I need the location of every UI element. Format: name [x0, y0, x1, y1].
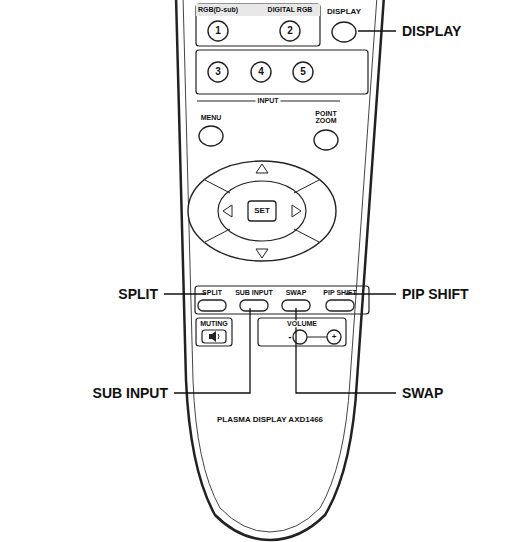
- dpad-inner: [218, 181, 306, 241]
- leader-line: [358, 30, 396, 31]
- volume-up-button: [327, 330, 341, 344]
- callout-label: SPLIT: [118, 287, 158, 302]
- sub-input-button: [240, 300, 268, 311]
- group-label: INPUT: [256, 97, 281, 104]
- button-label: SWAP: [286, 289, 307, 296]
- input-button: [280, 21, 300, 41]
- dpad-outer: [188, 161, 336, 261]
- button-label: SUB INPUT: [235, 289, 273, 296]
- model-label: PLASMA DISPLAY AXD1466: [217, 416, 323, 424]
- input-panel: [196, 4, 320, 46]
- input-button: [208, 62, 228, 82]
- button-symbol: -: [288, 332, 291, 343]
- button-label: DISPLAY: [327, 8, 361, 16]
- set-button: [248, 201, 276, 221]
- pip-shift-button: [326, 300, 354, 311]
- volume-down-button: [293, 330, 307, 344]
- button-label: POINT ZOOM: [309, 110, 343, 125]
- pip-panel: [195, 286, 369, 314]
- arrow-left: [223, 205, 232, 217]
- input-button: [293, 62, 313, 82]
- button-label: PIP SHIFT: [323, 289, 356, 296]
- input-panel: [196, 50, 368, 94]
- split-button: [198, 300, 226, 311]
- button-number: 2: [287, 26, 293, 37]
- menu-button: [199, 126, 223, 146]
- leader-line: [164, 293, 206, 294]
- group-label: VOLUME: [285, 320, 319, 327]
- arrow-down: [256, 249, 268, 258]
- callout-label: PIP SHIFT: [402, 287, 469, 302]
- arrow-up: [256, 164, 268, 173]
- arrow-right: [292, 205, 301, 217]
- leader-line: [174, 308, 250, 393]
- input-panel-header: [196, 4, 320, 16]
- display-button: [332, 22, 356, 42]
- housing-inner-edge: [183, 0, 377, 532]
- dpad-divider: [205, 229, 230, 242]
- speaker-wave: [218, 334, 219, 339]
- panel-label: RGB(D-sub): [198, 6, 238, 13]
- panel-label: DIGITAL RGB: [268, 6, 313, 13]
- button-symbol: +: [332, 333, 337, 341]
- callout-label: DISPLAY: [402, 24, 461, 39]
- dpad-divider: [205, 180, 230, 193]
- button-label: MUTING: [200, 320, 228, 327]
- point-zoom-button: [314, 130, 338, 150]
- button-label: MENU: [201, 114, 222, 121]
- input-button: [208, 21, 228, 41]
- button-number: 4: [258, 67, 264, 78]
- dpad-divider: [294, 180, 319, 193]
- speaker-icon: [209, 331, 216, 342]
- button-label: SPLIT: [202, 289, 222, 296]
- input-button: [251, 62, 271, 82]
- callout-label: SWAP: [402, 386, 443, 401]
- muting-button: [202, 330, 226, 343]
- dpad-divider: [294, 229, 319, 242]
- muting-panel: [196, 318, 232, 346]
- button-label: SET: [254, 207, 270, 215]
- button-number: 5: [300, 67, 306, 78]
- button-number: 1: [215, 26, 221, 37]
- volume-panel: [258, 318, 346, 346]
- callout-label: SUB INPUT: [93, 386, 168, 401]
- remote-housing: [176, 0, 384, 540]
- button-number: 3: [215, 67, 221, 78]
